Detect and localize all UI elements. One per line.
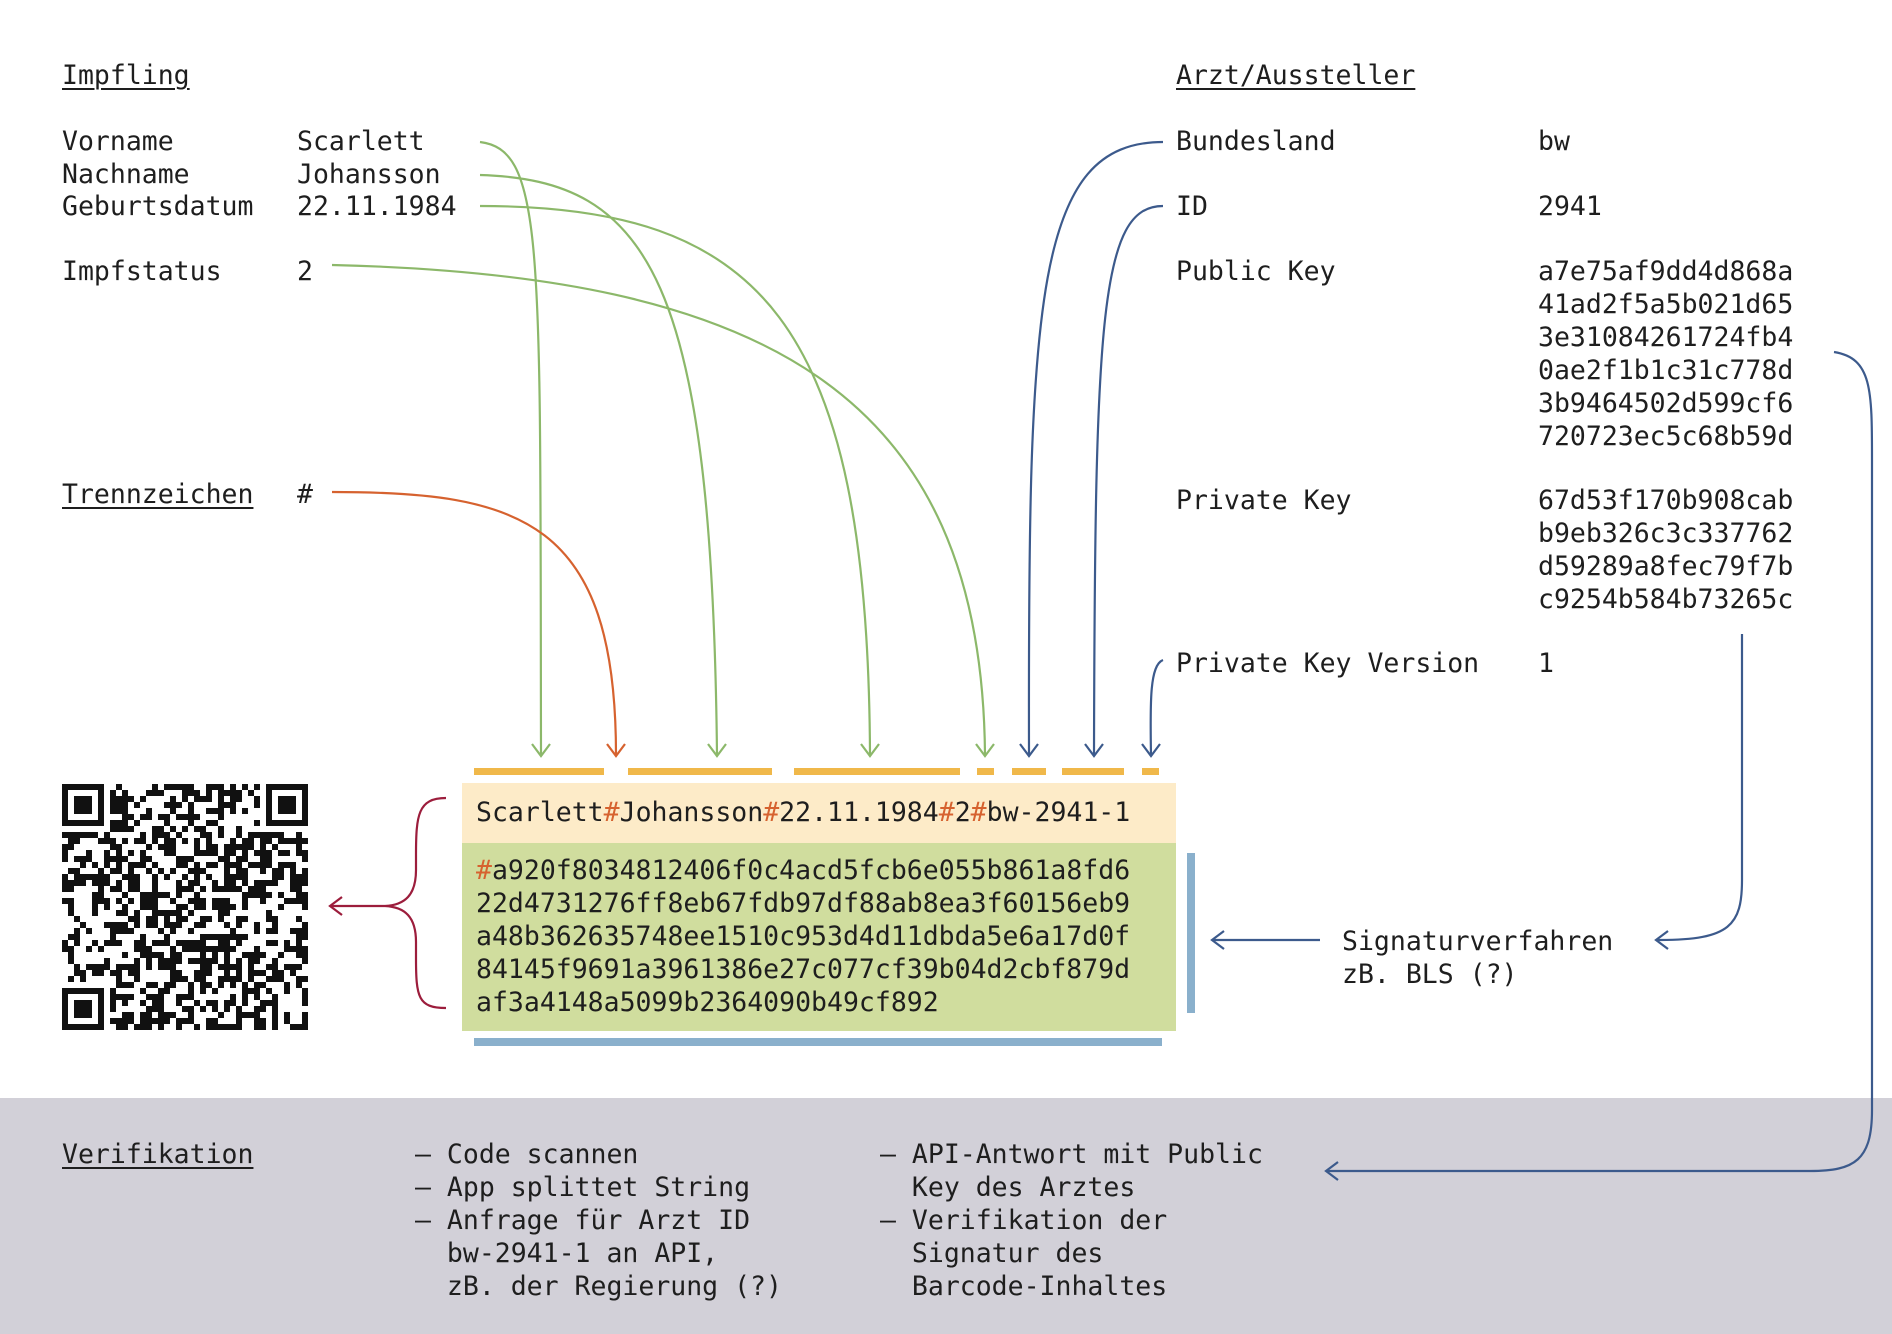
payload-box <box>462 783 1176 843</box>
public-key-label: Public Key <box>1176 256 1336 287</box>
qr-modules <box>62 784 308 1030</box>
verifikation-steps-left: – Code scannen – App splittet String – A… <box>415 1139 782 1302</box>
private-key-value: 67d53f170b908cab b9eb326c3c337762 d59289… <box>1538 485 1794 615</box>
public-key-value: a7e75af9dd4d868a 41ad2f5a5b021d65 3e3108… <box>1538 256 1794 452</box>
private-key-version-label: Private Key Version <box>1176 648 1480 679</box>
arrow-bundesland <box>1027 140 1164 756</box>
arrowhead <box>1654 930 1669 950</box>
arrow-trennzeichen <box>331 490 618 756</box>
arzt-arrows <box>1019 140 1874 1181</box>
arrowhead <box>1084 743 1104 758</box>
signaturverfahren-label: Signaturverfahren zB. BLS (?) <box>1342 926 1614 990</box>
arrow-key-version <box>1149 658 1164 756</box>
signature-bar-right <box>1187 853 1195 1013</box>
arrow-impfstatus <box>331 263 987 756</box>
bundesland-value: bw <box>1538 126 1570 157</box>
arrowhead <box>328 896 343 916</box>
arrow-arzt-id <box>1092 204 1164 756</box>
payload-separator: # <box>763 797 780 828</box>
arrow-private-key-to-signature <box>1656 634 1744 942</box>
signature-bar-bottom <box>474 1038 1162 1046</box>
arzt-id-label: ID <box>1176 191 1208 222</box>
signature-line: af3a4148a5099b2364090b49cf892 <box>476 987 939 1018</box>
payload-separator: # <box>603 797 620 828</box>
geburtsdatum-value: 22.11.1984 <box>297 191 457 222</box>
arzt-id-value: 2941 <box>1538 191 1602 222</box>
arrowhead <box>1324 1161 1339 1181</box>
payload-geburtsdatum: 22.11.1984 <box>779 797 939 828</box>
payload-separator: # <box>970 797 987 828</box>
bundesland-label: Bundesland <box>1176 126 1336 157</box>
payload-vorname: Scarlett <box>476 797 604 828</box>
signature-line: 84145f9691a3961386e27c077cf39b04d2cbf879… <box>476 954 1131 985</box>
signature-line: a48b362635748ee1510c953d4d11dbda5e6a17d0… <box>476 921 1131 952</box>
payload-separator: # <box>938 797 955 828</box>
impfstatus-value: 2 <box>297 256 313 287</box>
segment-bar-geburtsdatum <box>794 768 960 775</box>
payload-impfstatus: 2 <box>954 797 971 828</box>
arrow-nachname <box>479 173 719 756</box>
trennzeichen-value: # <box>297 479 313 510</box>
arrowhead <box>975 743 995 758</box>
segment-bar-key-version <box>1142 768 1159 775</box>
arrow-geburtsdatum <box>479 204 872 756</box>
segment-bar-arzt-id <box>1062 768 1124 775</box>
segment-bar-bundesland <box>1012 768 1046 775</box>
verifikation-heading: Verifikation <box>62 1139 254 1170</box>
arrow-public-key-to-verification <box>1326 350 1874 1173</box>
segment-bar-impfstatus <box>977 768 994 775</box>
arrowhead <box>1210 930 1225 950</box>
vorname-value: Scarlett <box>297 126 425 157</box>
signature-box <box>462 843 1176 1031</box>
nachname-value: Johansson <box>297 159 441 190</box>
segment-bar-vorname <box>474 768 604 775</box>
arrowhead <box>606 743 626 758</box>
verifikation-steps-right: – API-Antwort mit Public Key des Arztes … <box>880 1139 1263 1302</box>
arrow-vorname <box>479 140 543 756</box>
signature-text: #a920f8034812406f0c4acd5fcb6e055b861a8fd… <box>476 854 1130 1019</box>
signature-line: a920f8034812406f0c4acd5fcb6e055b861a8fd6 <box>491 855 1131 886</box>
impfling-heading: Impfling <box>62 60 190 91</box>
impfling-arrows <box>331 140 995 758</box>
signature-separator: # <box>476 855 492 886</box>
qr-brace <box>328 796 447 1010</box>
verification-band <box>0 1098 1892 1334</box>
segment-bar-nachname <box>628 768 772 775</box>
arrowhead <box>1141 743 1161 758</box>
payload-arzt: bw-2941-1 <box>986 797 1131 828</box>
nachname-label: Nachname <box>62 159 190 190</box>
private-key-label: Private Key <box>1176 485 1352 516</box>
segment-bars <box>474 768 1159 775</box>
payload-string: Scarlett#Johansson#22.11.1984#2#bw-2941-… <box>476 796 1130 829</box>
arrowhead <box>1019 743 1039 758</box>
trennzeichen-arrow <box>331 490 626 758</box>
arzt-heading: Arzt/Aussteller <box>1176 60 1416 91</box>
geburtsdatum-label: Geburtsdatum <box>62 191 254 222</box>
qr-code-image <box>62 784 308 1030</box>
arrowhead <box>707 743 727 758</box>
payload-nachname: Johansson <box>619 797 764 828</box>
arrowhead <box>860 743 880 758</box>
impfstatus-label: Impfstatus <box>62 256 222 287</box>
vorname-label: Vorname <box>62 126 174 157</box>
signature-line: 22d4731276ff8eb67fdb97df88ab8ea3f60156eb… <box>476 888 1131 919</box>
trennzeichen-heading: Trennzeichen <box>62 479 254 510</box>
brace-bracket <box>384 796 447 1010</box>
arrowhead <box>531 743 551 758</box>
private-key-version-value: 1 <box>1538 648 1554 679</box>
